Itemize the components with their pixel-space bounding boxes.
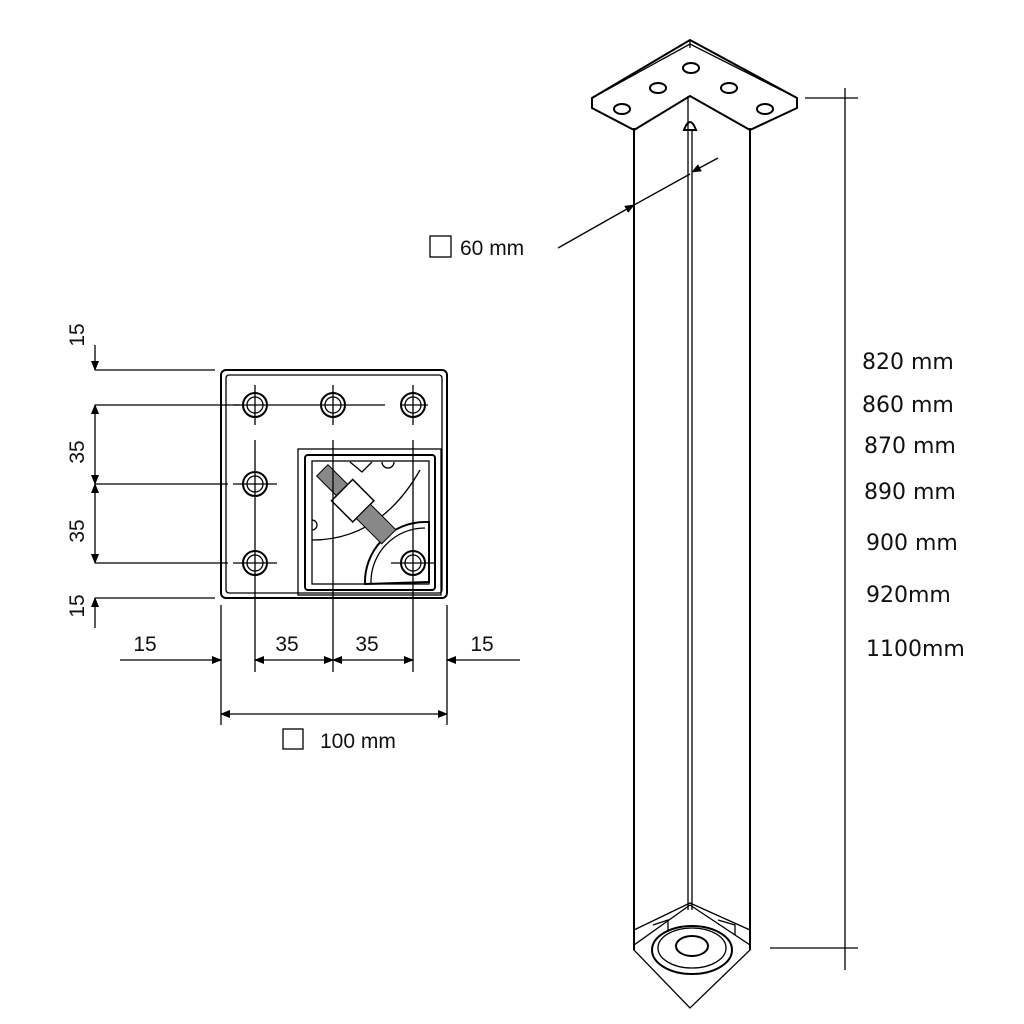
dim-label: 35 xyxy=(275,633,298,656)
dim-label: 35 xyxy=(355,633,378,656)
leg-column xyxy=(633,96,751,950)
table-leg xyxy=(591,38,798,1009)
height-option: 900 mm xyxy=(866,531,958,556)
height-option: 820 mm xyxy=(862,350,954,375)
top-plate xyxy=(591,38,798,132)
profile-size-label: 60 mm xyxy=(460,237,524,260)
height-option: 860 mm xyxy=(862,393,954,418)
dim-label: 15 xyxy=(66,323,89,346)
horizontal-dimension-chain xyxy=(120,605,520,725)
mounting-plate-plan xyxy=(220,369,448,672)
leg-socket xyxy=(297,448,442,596)
dim-label: 35 xyxy=(66,519,89,542)
adjuster-bolt xyxy=(315,463,397,545)
height-dimension xyxy=(770,88,858,970)
height-option: 870 mm xyxy=(864,434,956,459)
dim-label: 15 xyxy=(133,633,156,656)
vertical-dimension-chain xyxy=(91,345,240,628)
dim-label: 15 xyxy=(66,594,89,617)
dim-label: 35 xyxy=(66,440,89,463)
foot-adjuster xyxy=(633,902,751,1009)
dim-label: 15 xyxy=(470,633,493,656)
profile-dimension xyxy=(557,157,719,249)
plate-size-label: 100 mm xyxy=(320,730,396,753)
centerlines xyxy=(233,385,435,672)
height-option: 890 mm xyxy=(864,480,956,505)
height-option: 920mm xyxy=(866,583,951,608)
square-symbol-icon xyxy=(429,235,452,258)
height-option: 1100mm xyxy=(866,637,965,662)
height-options: 820 mm 860 mm 870 mm 890 mm 900 mm 920mm… xyxy=(862,350,965,662)
square-symbol-icon xyxy=(282,728,304,750)
